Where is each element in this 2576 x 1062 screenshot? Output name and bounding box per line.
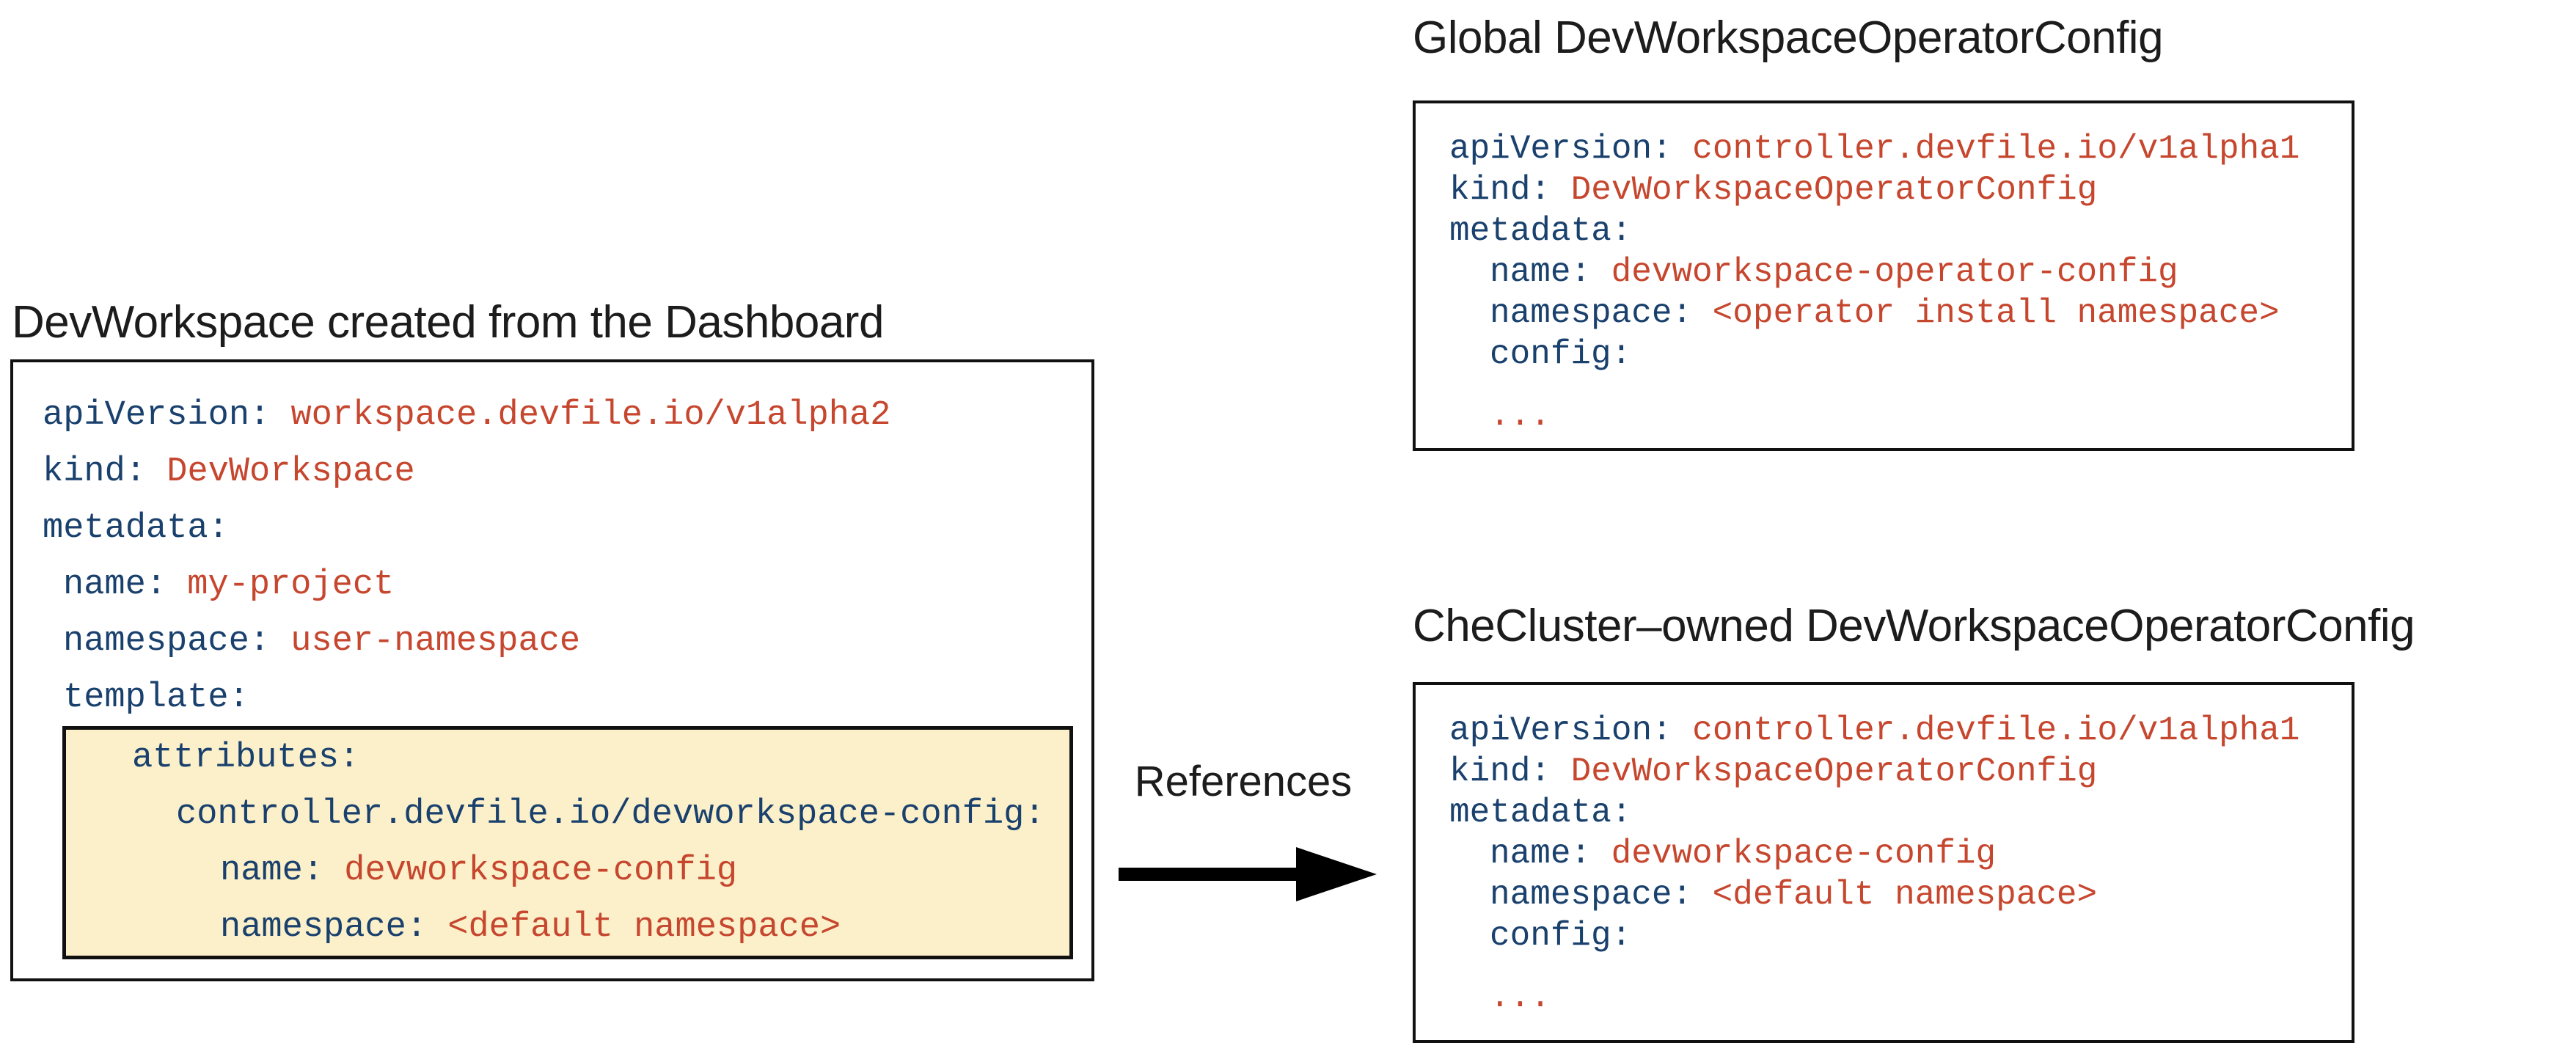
yaml-line: namespace: user-namespace [63, 622, 581, 661]
yaml-line: ... [1490, 397, 1551, 435]
arrow-right-icon [1119, 847, 1377, 901]
yaml-line: namespace: <default namespace> [1490, 876, 2098, 914]
yaml-line: kind: DevWorkspaceOperatorConfig [1449, 752, 2098, 791]
yaml-line: name: devworkspace-operator-config [1490, 253, 2178, 291]
yaml-line: controller.devfile.io/devworkspace-confi… [176, 795, 1045, 834]
devworkspace-box-title: DevWorkspace created from the Dashboard [12, 297, 884, 348]
yaml-line: apiVersion: controller.devfile.io/v1alph… [1449, 130, 2300, 168]
yaml-line: template: [63, 678, 249, 717]
references-label: References [1134, 758, 1353, 805]
yaml-line: namespace: <default namespace> [220, 908, 841, 947]
yaml-line: name: my-project [63, 565, 395, 604]
yaml-line: metadata: [43, 509, 229, 548]
yaml-line: attributes: [132, 739, 360, 777]
yaml-line: namespace: <operator install namespace> [1490, 294, 2280, 332]
yaml-line: metadata: [1449, 794, 1632, 832]
yaml-line: metadata: [1449, 212, 1632, 250]
global-config-yaml-box: apiVersion: controller.devfile.io/v1alph… [1413, 100, 2354, 451]
yaml-line: config: [1490, 917, 1632, 955]
yaml-line: name: devworkspace-config [1490, 835, 1997, 873]
references-connector: References [1097, 757, 1390, 907]
yaml-line: config: [1490, 335, 1632, 373]
yaml-line: kind: DevWorkspace [43, 453, 415, 491]
checluster-config-yaml-box: apiVersion: controller.devfile.io/v1alph… [1413, 682, 2354, 1043]
yaml-line: ... [1490, 978, 1551, 1017]
checluster-config-title: CheCluster–owned DevWorkspaceOperatorCon… [1413, 601, 2415, 651]
yaml-blank-line [1449, 956, 2352, 977]
yaml-line: apiVersion: controller.devfile.io/v1alph… [1449, 711, 2300, 750]
yaml-line: name: devworkspace-config [220, 852, 738, 890]
yaml-blank-line [1449, 375, 2352, 395]
yaml-line: kind: DevWorkspaceOperatorConfig [1449, 171, 2098, 209]
devworkspace-config-attribute-highlight: attributes: controller.devfile.io/devwor… [62, 726, 1073, 959]
global-config-title: Global DevWorkspaceOperatorConfig [1413, 12, 2164, 63]
yaml-line: apiVersion: workspace.devfile.io/v1alpha… [43, 396, 891, 435]
devworkspace-yaml-box: apiVersion: workspace.devfile.io/v1alpha… [10, 359, 1094, 981]
